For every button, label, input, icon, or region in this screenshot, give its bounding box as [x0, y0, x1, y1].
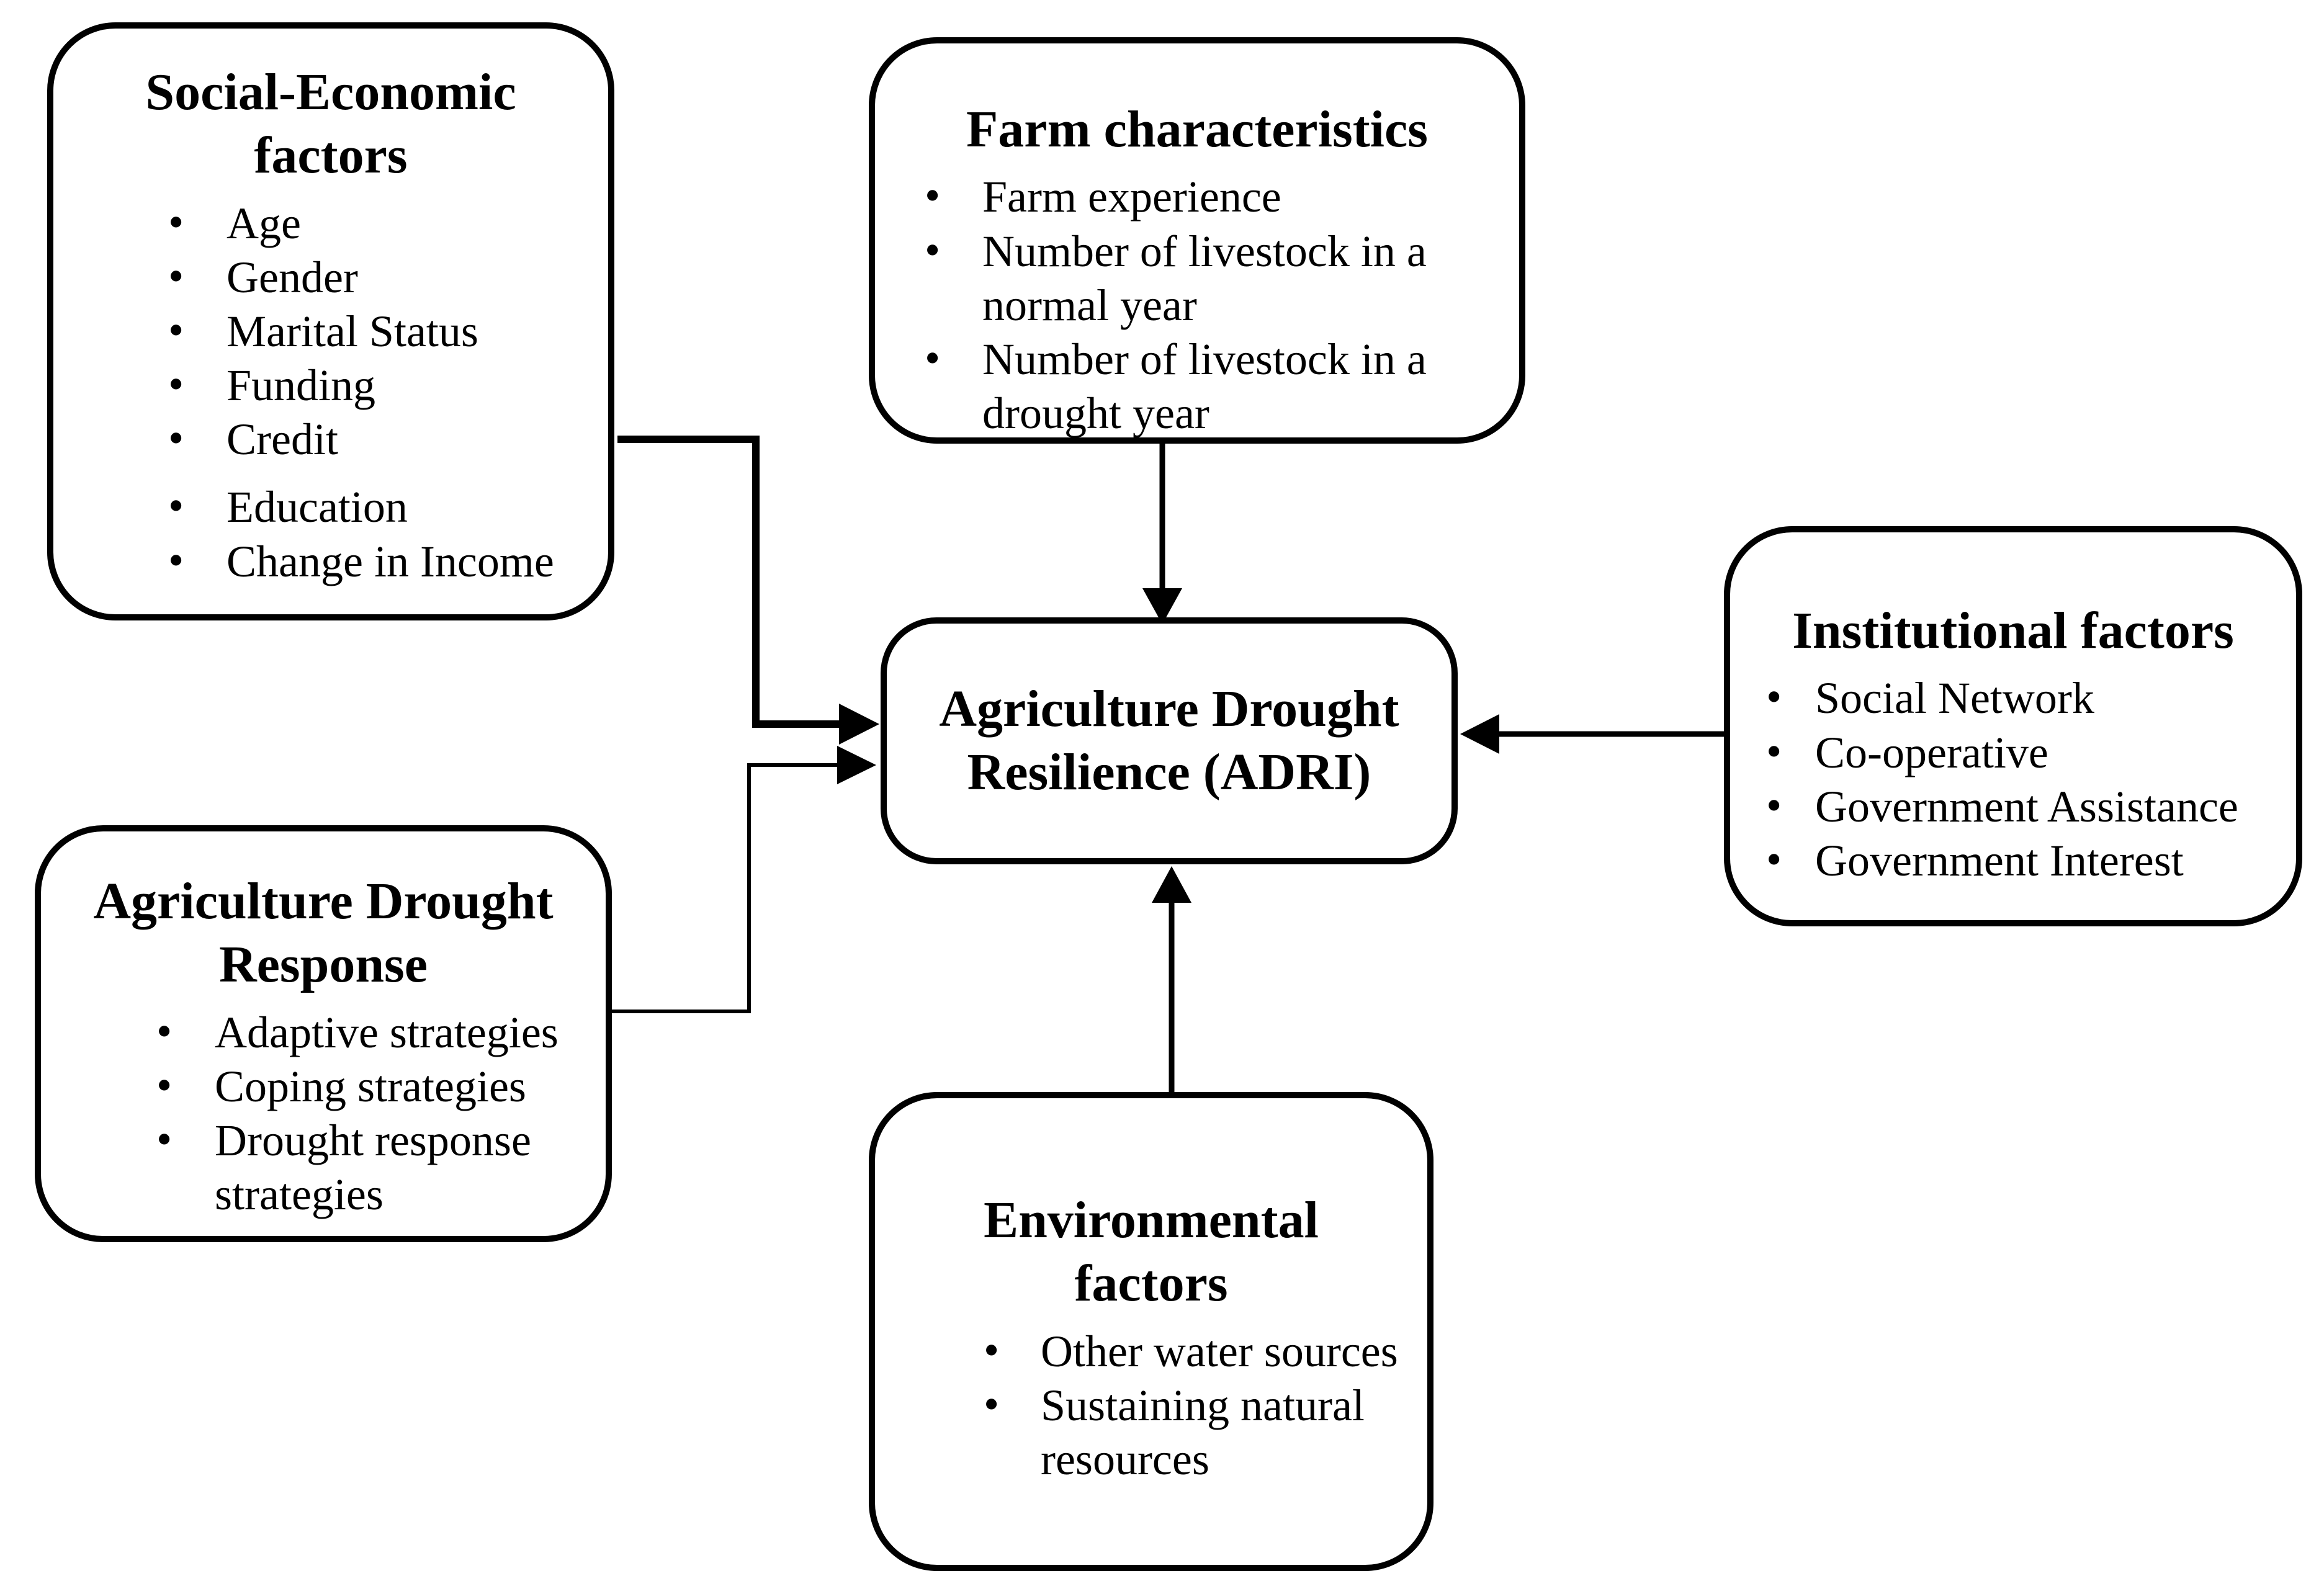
list-item: Funding	[53, 357, 590, 413]
list-item: Credit	[53, 411, 590, 467]
bullet-list: Age Gender Marital Status Funding Credit…	[53, 195, 590, 589]
list-item: Adaptive strategies	[41, 1005, 587, 1060]
box-title: Institutional factors	[1792, 602, 2234, 660]
box-environmental-factors: Environmental factors Other water source…	[869, 1092, 1433, 1571]
list-item: Coping strategies	[41, 1059, 587, 1114]
box-farm-characteristics: Farm characteristics Farm experience Num…	[869, 37, 1525, 444]
box-agriculture-drought-response: Agriculture Drought Response Adaptive st…	[35, 825, 612, 1242]
list-item: Social Network	[1730, 670, 2286, 725]
bullet-list: Social Network Co-operative Government A…	[1730, 670, 2286, 888]
arrow-farm-to-adri	[1142, 442, 1182, 624]
bullet-list: Other water sources Sustaining natural r…	[875, 1323, 1409, 1487]
box-title: Farm characteristics	[966, 101, 1428, 158]
list-item: Number of livestock in a normal year	[875, 223, 1492, 333]
list-item: Education	[53, 479, 590, 534]
bullet-list: Farm experience Number of livestock in a…	[875, 169, 1492, 441]
arrow-response-to-adri	[608, 746, 876, 1013]
box-title: Agriculture Drought Response	[93, 872, 554, 994]
list-item: Sustaining natural resources	[875, 1377, 1409, 1487]
list-item: Number of livestock in a drought year	[875, 331, 1492, 441]
box-social-economic-factors: Social-Economic factors Age Gender Marit…	[47, 22, 614, 620]
arrow-social-to-adri	[617, 436, 879, 745]
list-item: Gender	[53, 249, 590, 305]
list-item: Marital Status	[53, 303, 590, 359]
box-title: Environmental factors	[984, 1191, 1319, 1313]
list-item: Government Assistance	[1730, 779, 2286, 834]
bullet-list: Adaptive strategies Coping strategies Dr…	[41, 1005, 587, 1222]
box-title: Social-Economic factors	[145, 63, 516, 185]
list-item: Change in Income	[53, 534, 590, 589]
arrow-institutional-to-adri	[1460, 714, 1727, 754]
list-item: Age	[53, 195, 590, 251]
box-institutional-factors: Institutional factors Social Network Co-…	[1724, 526, 2302, 926]
arrow-environmental-to-adri	[1152, 866, 1191, 1095]
box-title: Agriculture Drought Resilience (ADRI)	[939, 679, 1399, 801]
box-agriculture-drought-resilience-adri: Agriculture Drought Resilience (ADRI)	[881, 617, 1458, 864]
list-item: Farm experience	[875, 169, 1492, 224]
list-item: Co-operative	[1730, 725, 2286, 780]
list-item: Government Interest	[1730, 833, 2286, 888]
list-item: Other water sources	[875, 1323, 1409, 1379]
list-item: Drought response strategies	[41, 1113, 587, 1222]
